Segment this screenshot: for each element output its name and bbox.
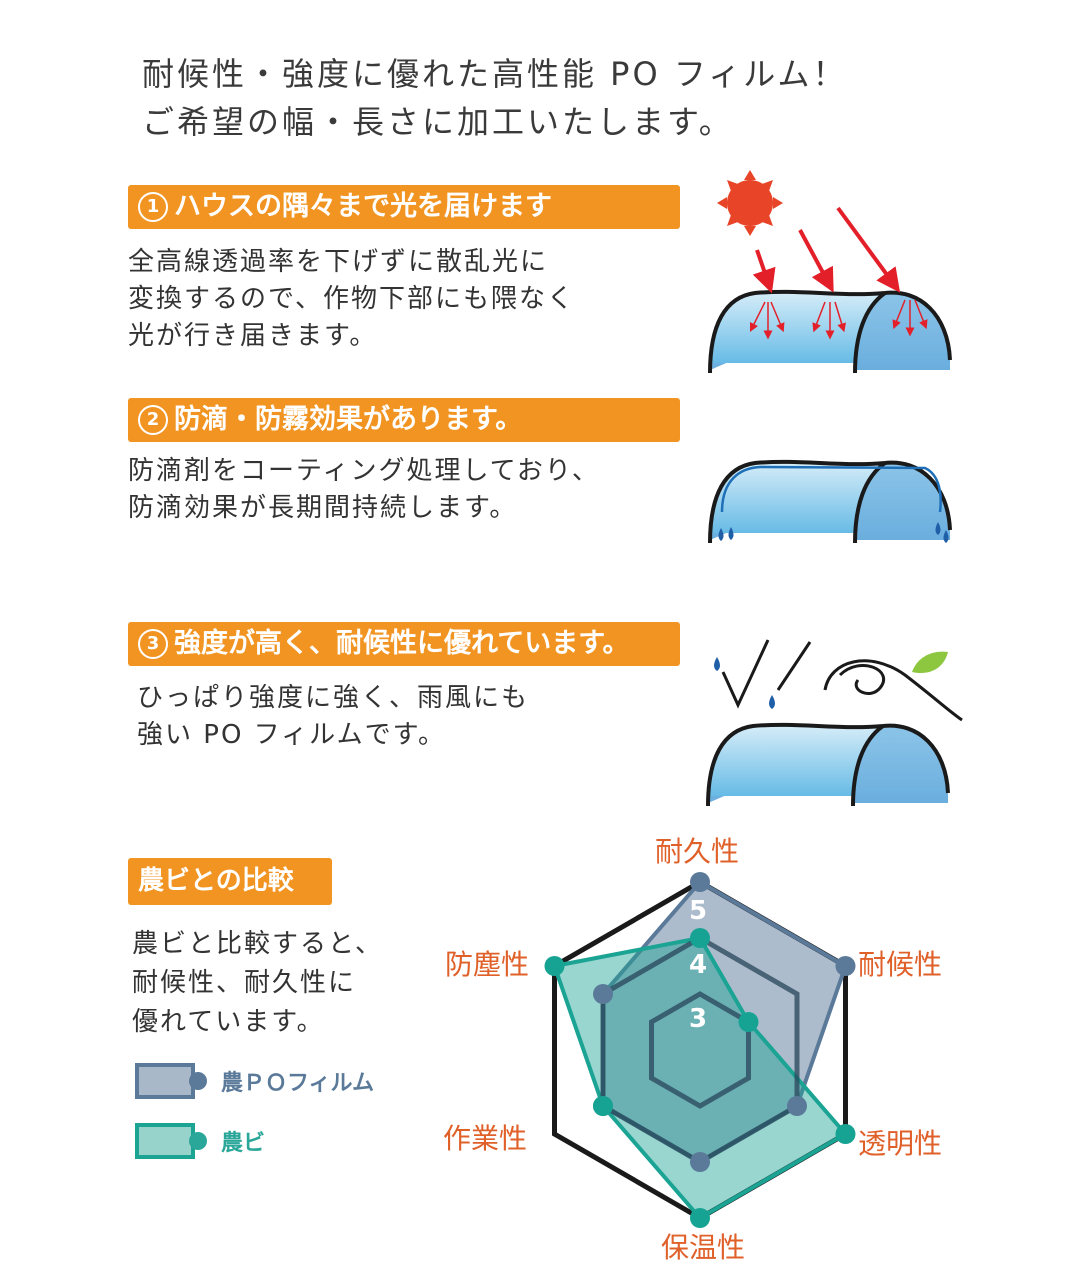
text-line: 強い PO フィルムです。 [137, 720, 447, 750]
rain-wind-icon [721, 639, 963, 722]
text-line: 防滴剤をコーティング処理しており、 [128, 456, 600, 486]
radar-point [690, 1152, 710, 1172]
rain-drop-icon [714, 657, 775, 709]
legend-label: 農ＰＯフィルム [221, 1071, 375, 1096]
sun-icon [717, 170, 783, 236]
text-line: 優れています。 [132, 1007, 325, 1037]
axis-label: 耐久性 [655, 835, 740, 868]
headline-line-1: 耐候性・強度に優れた高性能 PO フィルム！ [142, 55, 848, 93]
radar-point [835, 1124, 856, 1144]
radar-point [593, 1096, 614, 1116]
axis-label: 作業性 [443, 1122, 528, 1155]
water-drop-icon [718, 522, 949, 543]
text-line: 耐候性、耐久性に [132, 968, 357, 998]
radar-point [690, 872, 710, 892]
legend-label: 農ビ [221, 1131, 266, 1156]
text-line: 防滴効果が長期間持続します。 [128, 493, 518, 523]
radar-point [786, 1096, 807, 1116]
feature-title: ハウスの隅々まで光を届けます [174, 191, 552, 222]
leaf-icon [912, 651, 948, 674]
legend-swatch [135, 1123, 195, 1159]
feature-number: 3 [138, 629, 168, 659]
text-line: ひっぱり強度に強く、雨風にも [137, 683, 530, 713]
comparison-text: 農ビと比較すると、 耐候性、耐久性に 優れています。 [132, 925, 383, 1042]
ring-label: 3 [689, 1004, 708, 1034]
radar-point [690, 1208, 710, 1228]
illustrations [706, 170, 963, 808]
radar-point [738, 1012, 759, 1032]
axis-label: 防塵性 [445, 948, 530, 981]
headline: 耐候性・強度に優れた高性能 PO フィルム！ ご希望の幅・長さに加工いたします。 [142, 50, 848, 146]
legend-dot [189, 1132, 207, 1150]
radar-point [593, 984, 614, 1004]
radar-point [835, 956, 856, 976]
comparison-title: 農ビとの比較 [138, 866, 294, 896]
feature-title: 防滴・防霧効果があります。 [174, 404, 523, 435]
radar-point [690, 928, 710, 948]
text-line: 農ビと比較すると、 [132, 929, 383, 959]
headline-line-2: ご希望の幅・長さに加工いたします。 [142, 103, 734, 141]
drip-flow-icon [720, 465, 942, 513]
axis-label: 透明性 [858, 1127, 943, 1160]
feature-2-text: 防滴剤をコーティング処理しており、 防滴効果が長期間持続します。 [128, 453, 600, 527]
feature-number: 2 [138, 405, 168, 435]
radar-point [544, 956, 565, 976]
comparison-banner: 農ビとの比較 [128, 858, 332, 905]
legend-dot [189, 1072, 207, 1090]
text-line: 変換するので、作物下部にも隈なく [128, 284, 575, 314]
text-line: 全高線透過率を下げずに散乱光に [128, 247, 549, 277]
text-line: 光が行き届きます。 [128, 321, 378, 351]
ring-label: 5 [689, 896, 708, 926]
scatter-light-icon [749, 299, 928, 340]
feature-title: 強度が高く、耐候性に優れています。 [174, 628, 630, 659]
feature-number: 1 [138, 192, 168, 222]
axis-label: 保温性 [661, 1231, 746, 1264]
feature-1-text: 全高線透過率を下げずに散乱光に 変換するので、作物下部にも隈なく 光が行き届きま… [128, 244, 575, 355]
feature-3-text: ひっぱり強度に強く、雨風にも 強い PO フィルムです。 [137, 680, 529, 754]
light-arrows-icon [752, 206, 901, 294]
ring-label: 4 [689, 950, 708, 980]
axis-label: 耐候性 [858, 948, 943, 981]
